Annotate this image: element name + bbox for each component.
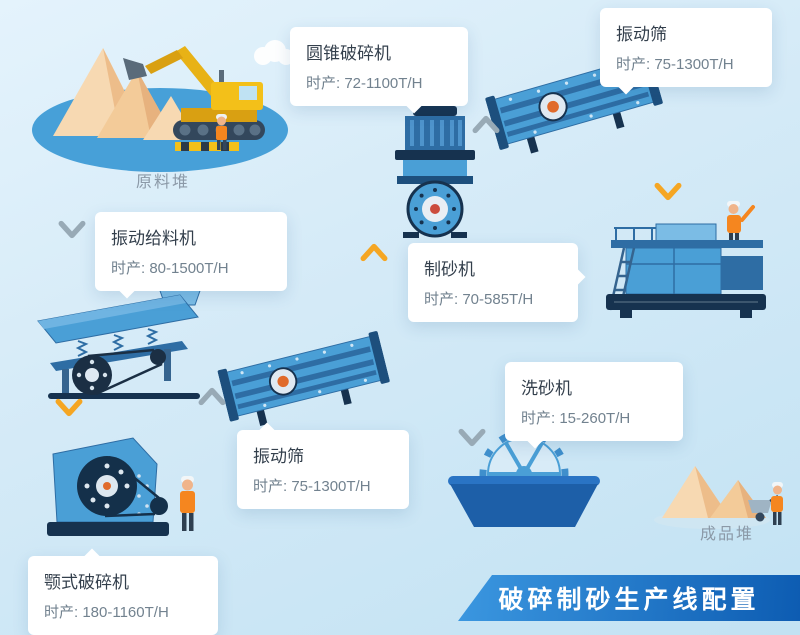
sand-maker-card: 制砂机 时产: 70-585T/H — [408, 243, 586, 322]
excavator-illustration — [123, 46, 265, 140]
springs — [75, 328, 159, 357]
machine-name: 圆锥破碎机 — [306, 44, 391, 63]
product-pile-illustration — [654, 466, 783, 529]
screen-middle-card: 振动筛 时产: 75-1300T/H — [237, 422, 409, 509]
jaw-crusher-illustration — [47, 437, 195, 536]
raw-material-scene-illustration — [32, 40, 290, 172]
cone-crusher-card: 圆锥破碎机 时产: 72-1100T/H — [290, 27, 468, 114]
machine-name: 制砂机 — [424, 260, 475, 279]
machine-capacity: 时产: 72-1100T/H — [306, 75, 423, 92]
sand-pyramids — [53, 48, 197, 140]
rivets — [508, 65, 640, 134]
disc-bolts — [414, 188, 456, 230]
machine-name: 振动筛 — [253, 447, 304, 466]
flow-arrow-down-icon — [458, 428, 486, 447]
flow-arrow-down-icon — [654, 182, 682, 201]
card-pointer — [568, 268, 586, 286]
flow-arrow-up-icon — [472, 115, 500, 134]
jaw-crusher-card: 颚式破碎机 时产: 180-1160T/H — [28, 548, 218, 635]
sand-washer-card: 洗砂机 时产: 15-260T/H — [505, 362, 683, 449]
machine-capacity: 时产: 180-1160T/H — [44, 604, 169, 621]
cloud-icon — [254, 40, 290, 65]
machine-name: 颚式破碎机 — [44, 573, 129, 592]
flow-arrow-down-icon — [58, 220, 86, 239]
machine-capacity: 时产: 80-1500T/H — [111, 260, 229, 277]
vibrating-screen-middle-illustration — [217, 331, 390, 427]
worker-figure — [727, 201, 755, 245]
title-banner-text: 破碎制砂生产线配置 — [498, 586, 760, 614]
product-pile-label: 成品堆 — [699, 526, 754, 543]
cone-crusher-illustration — [395, 106, 475, 238]
flow-arrow-down-icon — [55, 398, 83, 417]
barrier-stripe — [175, 142, 239, 151]
rivets — [240, 343, 368, 408]
machine-name: 振动给料机 — [111, 229, 196, 248]
machine-capacity: 时产: 75-1300T/H — [616, 56, 734, 73]
vibrating-feeder-illustration — [37, 284, 203, 399]
feeder-card: 振动给料机 时产: 80-1500T/H — [95, 212, 287, 299]
drum-ribs — [410, 120, 462, 146]
machine-name: 洗砂机 — [521, 379, 572, 398]
flywheel-dots — [84, 463, 130, 509]
raw-pile-label: 原料堆 — [135, 174, 190, 191]
screen-top-card: 振动筛 时产: 75-1300T/H — [600, 8, 772, 95]
railing — [614, 227, 656, 240]
machine-name: 振动筛 — [616, 25, 667, 44]
machine-capacity: 时产: 75-1300T/H — [253, 478, 371, 495]
machine-capacity: 时产: 15-260T/H — [521, 410, 631, 427]
sand-washer-illustration — [448, 430, 600, 527]
title-banner: 破碎制砂生产线配置 — [458, 575, 800, 621]
worker-figure — [216, 114, 227, 150]
worker-figure — [180, 476, 195, 531]
worker-with-cart — [748, 482, 783, 525]
machine-capacity: 时产: 70-585T/H — [424, 291, 534, 308]
sand-maker-illustration — [606, 201, 766, 318]
flow-arrow-up-icon — [360, 243, 388, 262]
flow-arrow-up-icon — [198, 387, 226, 406]
